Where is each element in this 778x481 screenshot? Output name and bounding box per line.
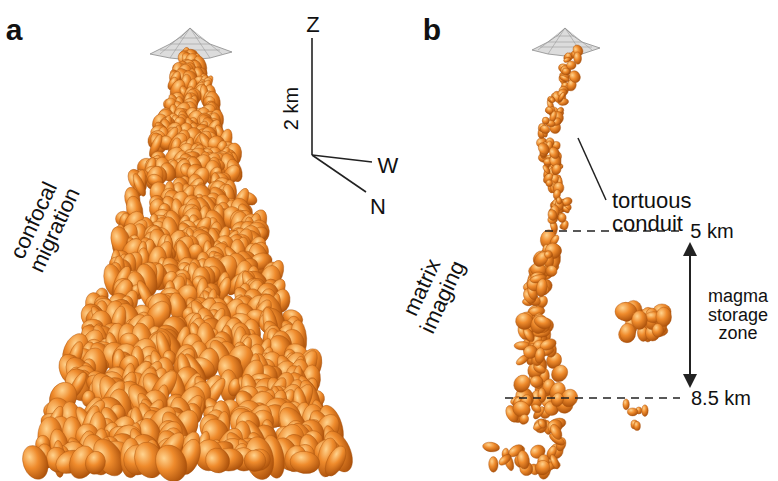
orange-blob <box>532 457 552 477</box>
range-arrow <box>689 252 691 378</box>
orange-blob <box>289 449 322 475</box>
orange-blob <box>482 441 500 453</box>
orange-blob <box>557 91 566 102</box>
figure-label: 2 km <box>281 86 302 129</box>
orange-blob <box>548 453 561 470</box>
figure-label: b <box>423 14 441 46</box>
orange-blob <box>537 418 548 430</box>
orange-blob <box>623 399 629 410</box>
orange-blob <box>550 163 562 176</box>
orange-blob <box>150 440 193 481</box>
figure-label: Z <box>306 13 319 36</box>
orange-blob <box>497 452 513 467</box>
orange-blob <box>556 197 562 205</box>
leader-line <box>578 138 606 200</box>
figure-label: matrix imaging <box>388 232 476 351</box>
orange-blob <box>489 457 499 473</box>
orange-blob <box>535 278 548 298</box>
orange-blob <box>627 408 638 416</box>
topography <box>532 28 600 56</box>
orange-blob <box>652 324 663 338</box>
figure-label: a <box>6 14 23 46</box>
orange-blob <box>542 164 552 175</box>
matrix-image-conduit <box>482 43 671 480</box>
orange-blob <box>516 450 531 471</box>
orange-blob <box>542 117 550 125</box>
orange-blob <box>531 417 548 432</box>
orange-blob <box>539 124 551 135</box>
orange-blob <box>321 443 350 480</box>
orange-blob <box>544 250 554 260</box>
figure-label: magma storage zone <box>702 287 774 344</box>
orange-blob <box>634 421 641 430</box>
orange-blob <box>548 422 564 441</box>
depth-line <box>505 397 680 399</box>
orange-blob <box>559 74 570 83</box>
orange-blob <box>642 405 649 417</box>
orange-blob <box>562 68 571 76</box>
orange-blob <box>240 446 269 475</box>
orange-blob <box>547 208 559 221</box>
figure-label: confocal migration <box>0 165 88 284</box>
figure-label: 8.5 km <box>691 388 751 409</box>
orange-blob <box>547 145 561 160</box>
orange-blob <box>545 179 553 187</box>
orange-blob <box>18 442 52 481</box>
orange-blob <box>538 388 547 403</box>
orange-blob <box>573 52 581 65</box>
orange-blob <box>83 449 108 476</box>
confocal-image-cone <box>18 47 358 481</box>
orange-blob <box>536 141 552 157</box>
orange-blob <box>548 362 571 385</box>
axis-z <box>311 38 313 155</box>
topography-surface <box>532 28 600 56</box>
orange-blob <box>530 402 543 414</box>
orange-blob <box>532 314 553 331</box>
figure-label: W <box>378 154 399 177</box>
orange-blob <box>620 323 636 342</box>
arrow-head <box>683 242 697 256</box>
orange-blob <box>201 444 234 478</box>
figure-label: 5 km <box>690 221 733 242</box>
arrow-head <box>683 374 697 388</box>
orange-blob <box>549 96 556 104</box>
axis-n <box>312 155 366 192</box>
orange-blob <box>549 391 565 409</box>
orange-blob <box>530 375 544 388</box>
orange-blob <box>632 311 648 330</box>
orange-blob <box>534 347 546 364</box>
topography-mesh <box>538 28 592 54</box>
orange-blob <box>517 413 530 426</box>
orange-blob <box>558 213 567 223</box>
figure-label: N <box>370 195 386 218</box>
orange-blob <box>510 372 533 396</box>
